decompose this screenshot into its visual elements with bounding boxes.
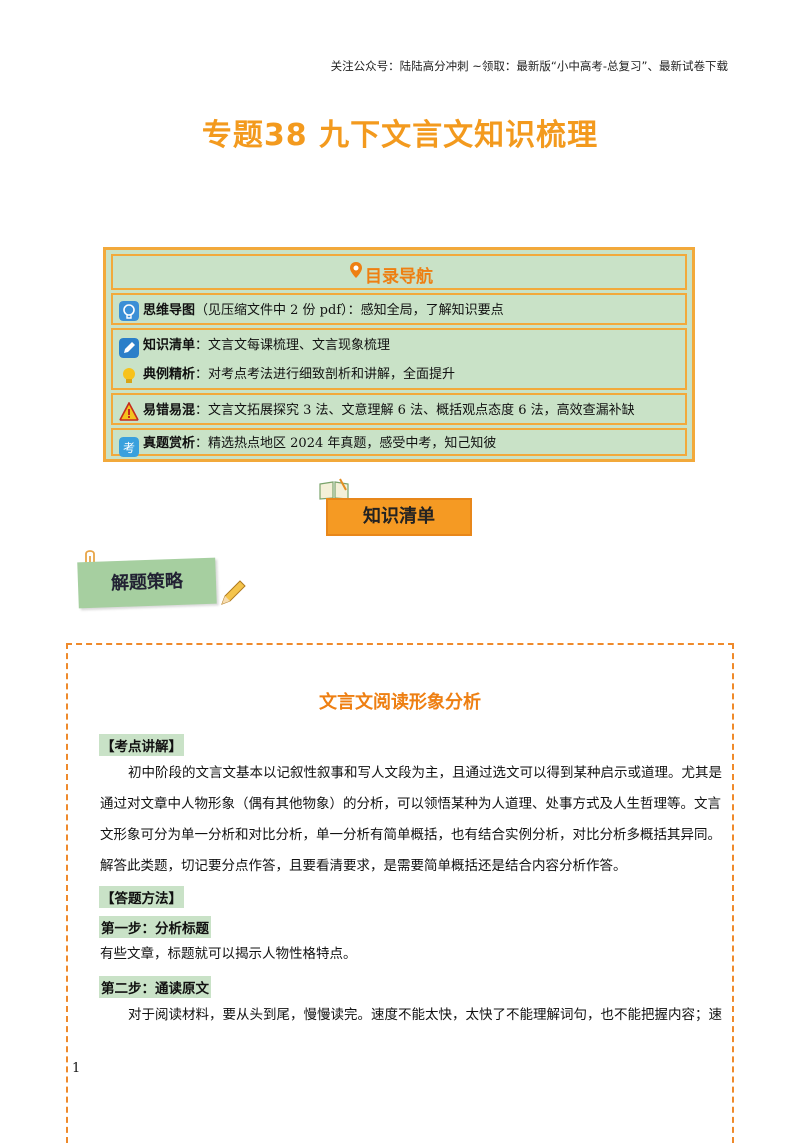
label-answer-method: 【答题方法】 [99, 886, 184, 908]
label-key-points: 【考点讲解】 [99, 734, 184, 756]
toc-title: 目录导航 [365, 267, 433, 287]
toc-row-knowledge[interactable]: 知识清单：文言文每课梳理、文言现象梳理 典例精析：对考点考法进行细致剖析和讲解，… [111, 328, 687, 390]
knowledge-list-button[interactable]: 知识清单 [326, 498, 472, 536]
section-title: 文言文阅读形象分析 [319, 692, 481, 713]
toc-header: 目录导航 [111, 254, 687, 290]
toc-line-knowledge: 知识清单：文言文每课梳理、文言现象梳理 [143, 338, 391, 353]
page-number: 1 [72, 1061, 81, 1076]
step2-text: 对于阅读材料，要从头到尾，慢慢读完。速度不能太快，太快了不能理解词句，也不能把握… [128, 1007, 722, 1023]
toc-line-mindmap: 思维导图（见压缩文件中 2 份 pdf）：感知全局，了解知识要点 [143, 303, 504, 318]
lightbulb-icon [123, 368, 135, 383]
step2-label: 第二步：通读原文 [99, 976, 211, 998]
strategy-tag: 解题策略 [77, 557, 217, 609]
toc-box: 目录导航 思维导图（见压缩文件中 2 份 pdf）：感知全局，了解知识要点 知识… [103, 247, 695, 462]
toc-line-exams: 真题赏析：精选热点地区 2024 年真题，感受中考，知己知彼 [143, 436, 497, 451]
exam-icon: 考 [119, 437, 139, 457]
toc-row-mindmap[interactable]: 思维导图（见压缩文件中 2 份 pdf）：感知全局，了解知识要点 [111, 293, 687, 325]
header-note: 关注公众号：陆陆高分冲刺 ~领取：最新版“小中高考-总复习”、最新试卷下载 [330, 59, 728, 73]
toc-row-errors[interactable]: 易错易混：文言文拓展探究 3 法、文意理解 6 法、概括观点态度 6 法，高效查… [111, 393, 687, 425]
toc-row-exams[interactable]: 考 真题赏析：精选热点地区 2024 年真题，感受中考，知己知彼 [111, 428, 687, 457]
toc-line-examples: 典例精析：对考点考法进行细致剖析和讲解，全面提升 [143, 367, 456, 382]
warning-icon [119, 402, 139, 421]
svg-text:考: 考 [123, 441, 135, 455]
location-pin-icon [350, 262, 362, 278]
pencil-icon [119, 338, 139, 358]
step1-label: 第一步：分析标题 [99, 916, 211, 938]
step1-text: 有些文章，标题就可以揭示人物性格特点。 [100, 946, 357, 962]
brain-icon [119, 301, 139, 321]
pencil-decoration-icon [221, 580, 246, 605]
page-title: 专题38 九下文言文知识梳理 [201, 118, 599, 153]
paragraph-key-points: 初中阶段的文言文基本以记叙性叙事和写人文段为主，且通过选文可以得到某种启示或道理… [100, 765, 722, 874]
content-box [66, 643, 734, 1143]
book-icon [319, 478, 349, 500]
toc-line-errors: 易错易混：文言文拓展探究 3 法、文意理解 6 法、概括观点态度 6 法，高效查… [143, 403, 635, 418]
